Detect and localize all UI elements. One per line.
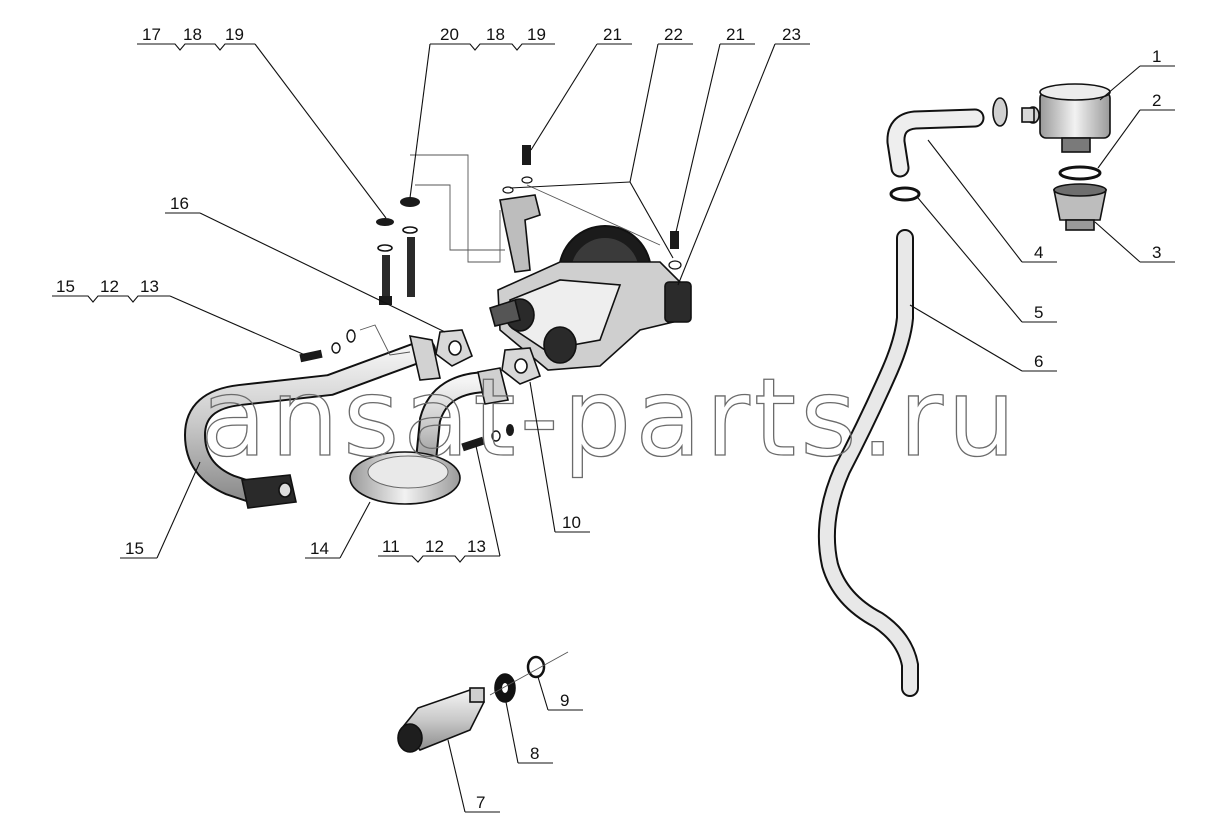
callout-group2-18: 18 [486, 25, 505, 44]
callout-5: 5 [1034, 303, 1043, 322]
callout-group4-11: 11 [382, 537, 400, 556]
callout-21b: 21 [726, 25, 745, 44]
bolt-set-right [400, 197, 420, 297]
callout-15: 15 [125, 539, 144, 558]
callout-group1-18: 18 [183, 25, 202, 44]
callout-21a: 21 [603, 25, 622, 44]
o-ring [1058, 165, 1102, 181]
callout-group1-17: 17 [142, 25, 161, 44]
callout-14: 14 [310, 539, 329, 558]
callout-6: 6 [1034, 352, 1043, 371]
watermark-text: ansat-parts.ru [200, 356, 1019, 481]
stud-right [670, 231, 679, 249]
callout-group4-13: 13 [467, 537, 486, 556]
callout-8: 8 [530, 744, 539, 763]
callout-1: 1 [1152, 47, 1161, 66]
clamp [889, 186, 921, 202]
oil-pump-assembly [489, 194, 692, 371]
callout-3: 3 [1152, 243, 1161, 262]
callout-22: 22 [664, 25, 683, 44]
callout-4: 4 [1034, 243, 1043, 262]
adapter-nut [1053, 183, 1107, 231]
callout-group2-20: 20 [440, 25, 459, 44]
callout-10: 10 [562, 513, 581, 532]
callout-group4-12: 12 [425, 537, 444, 556]
leader-lines [52, 43, 1175, 813]
callout-2: 2 [1152, 91, 1161, 110]
callout-16: 16 [170, 194, 189, 213]
bolt-lower-13 [461, 424, 514, 452]
hose-clamp [992, 97, 1008, 127]
callout-labels: 1 2 3 4 5 6 7 8 9 10 14 15 16 22 23 21 2… [56, 25, 1161, 812]
callout-group3-15: 15 [56, 277, 75, 296]
bolt-upper-13 [299, 324, 411, 363]
callout-group2-19: 19 [527, 25, 546, 44]
retaining-ring [526, 655, 546, 679]
callout-9: 9 [560, 691, 569, 710]
callout-group3-12: 12 [100, 277, 119, 296]
callout-group1-19: 19 [225, 25, 244, 44]
valve-plug [397, 687, 485, 753]
bolt-set-left [376, 218, 394, 305]
callout-23: 23 [782, 25, 801, 44]
breather-cap [1021, 83, 1111, 153]
callout-group3-13: 13 [140, 277, 159, 296]
stud-upper [522, 145, 531, 165]
callout-7: 7 [476, 793, 485, 812]
